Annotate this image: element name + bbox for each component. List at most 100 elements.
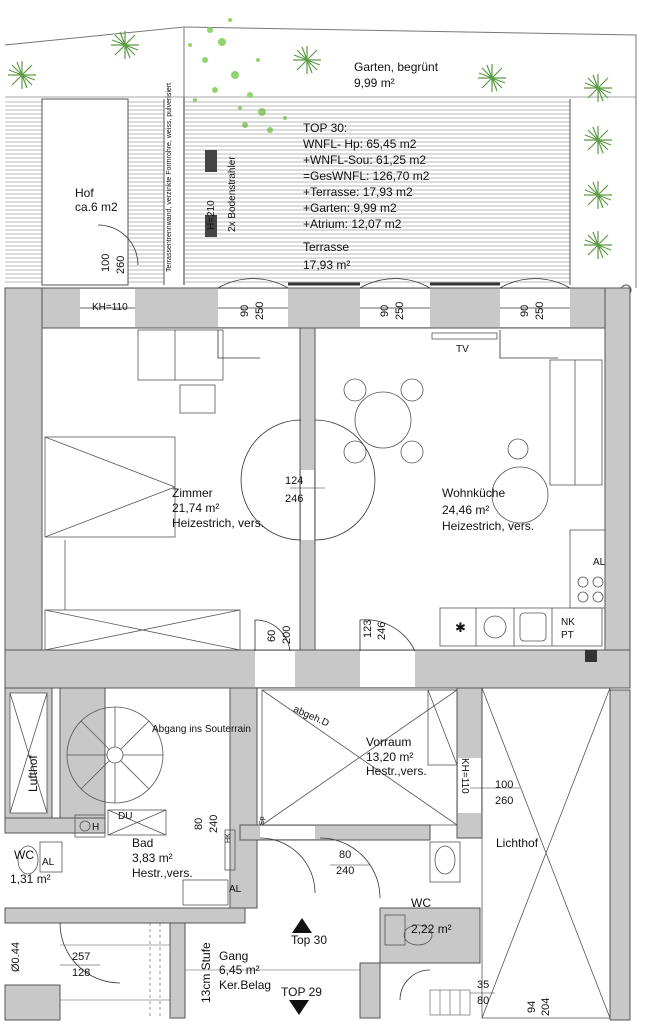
sp-label: Sp: [259, 816, 266, 825]
hof-deck-left: [5, 99, 42, 285]
tv-label: TV: [456, 344, 469, 355]
top30-marker-icon: [292, 918, 312, 933]
diam-label: Ø0.44: [10, 942, 22, 972]
door-gang-width: 257: [72, 951, 91, 963]
wc-left-area: 1,31 m²: [10, 872, 51, 886]
door-hof-width: 100: [100, 253, 112, 272]
plant-icon: [8, 31, 612, 259]
gang-stairs: [60, 923, 471, 1018]
hof-name: Hof: [75, 186, 94, 200]
wohnkueche-area: 24,46 m²: [442, 503, 490, 517]
garden-name: Garten, begrünt: [354, 60, 439, 74]
summary-line: +Garten: 9,99 m2: [303, 201, 397, 215]
du-label: DU: [118, 811, 133, 822]
door-wc-width: 80: [339, 849, 352, 861]
kh-label-vorraum: KH=110: [459, 758, 470, 794]
top30-label: Top 30: [291, 933, 328, 947]
stairs-label: Abgang ins Souterrain: [152, 724, 251, 735]
heater-label: 2x Bodenstrahler: [227, 156, 238, 232]
shaft-icon: [585, 650, 597, 662]
wc-left-name: WC: [14, 848, 34, 862]
bad-floor: Hestr.,vers.: [132, 866, 193, 880]
heater-height: H=210: [206, 200, 217, 230]
al-label-bad: AL: [229, 884, 242, 895]
lichthof-name: Lichthof: [496, 836, 539, 850]
bad-fixtures: [17, 809, 461, 946]
door-wc-height: 240: [336, 865, 355, 877]
vorraum-area: 13,20 m²: [366, 750, 414, 764]
hof-area: ca.6 m2: [75, 200, 118, 214]
door-t2-height: 250: [394, 301, 406, 320]
heater-icon: [205, 150, 217, 172]
bad-area: 3,83 m²: [132, 851, 173, 865]
summary-line: +WNFL-Sou: 61,25 m2: [303, 153, 427, 167]
gang-area: 6,45 m²: [219, 963, 260, 977]
zimmer-name: Zimmer: [172, 486, 213, 500]
terrace-name: Terrasse: [303, 240, 350, 254]
door-hof-height: 260: [115, 255, 127, 274]
summary-line: +Terrasse: 17,93 m2: [303, 185, 413, 199]
wohnkueche-floor: Heizestrich, vers.: [442, 519, 535, 533]
wall-note: Terrassentrennwand, verzinkte Formrohre,…: [166, 82, 173, 272]
lichthof-area: [481, 687, 611, 1019]
gang-name: Gang: [219, 949, 249, 963]
door-zw-width: 124: [285, 475, 304, 487]
top29-label: TOP 29: [281, 985, 322, 999]
door-swings: [59, 224, 571, 1001]
wohnkueche-furniture: [343, 332, 606, 647]
top29-marker-icon: [289, 1000, 309, 1015]
garden-area: [4, 18, 637, 288]
hk-label: HK: [225, 833, 232, 843]
door-t3-width: 90: [519, 304, 531, 317]
hof-deck-right: [128, 99, 164, 285]
door-stair-width: 35: [477, 979, 490, 991]
vorraum-name: Vorraum: [366, 735, 412, 749]
al-label-kitchen: AL: [593, 557, 606, 568]
door-bad-height: 240: [208, 814, 220, 833]
door-stair-height: 80: [477, 995, 490, 1007]
door-lichthof-width: 100: [495, 779, 514, 791]
lufthof-name: Lufthof: [26, 755, 40, 792]
terrace-area: 17,93 m²: [303, 258, 351, 272]
summary-top: TOP 30:: [303, 121, 348, 135]
spiral-stair-icon: [66, 706, 164, 804]
zimmer-floor: Heizestrich, vers.: [172, 516, 265, 530]
door-t1-width: 90: [239, 304, 251, 317]
wc-right-area: 2,22 m²: [411, 922, 452, 936]
gang-floor: Ker.Belag: [219, 978, 272, 992]
freezer-icon: ✱: [455, 621, 466, 636]
hof-area: [41, 98, 129, 286]
zimmer-area: 21,74 m²: [172, 501, 220, 515]
door-t3-height: 250: [534, 301, 546, 320]
bad-name: Bad: [132, 836, 154, 850]
door-zv-width: 60: [266, 629, 278, 642]
door-wv-width: 123: [362, 619, 374, 638]
door-gang-height: 128: [72, 967, 91, 979]
h-label: H: [92, 822, 100, 833]
garden-area: 9,99 m²: [354, 76, 395, 90]
door-t1-height: 250: [254, 301, 266, 320]
stufe-label: 13cm Stufe: [199, 942, 213, 1003]
kh-label: KH=110: [92, 302, 128, 313]
pt-label: PT: [561, 630, 574, 641]
summary-line: WNFL- Hp: 65,45 m2: [303, 137, 417, 151]
heater-icon: [205, 215, 217, 237]
zimmer-furniture: [44, 329, 241, 651]
terrace-deck: [185, 99, 570, 285]
wohnkueche-name: Wohnküche: [442, 486, 506, 500]
wc-right-name: WC: [411, 896, 431, 910]
vorraum-floor: Hestr.,vers.: [366, 764, 427, 778]
door-wv-height: 246: [376, 621, 388, 640]
door-t2-width: 90: [379, 304, 391, 317]
summary-line: =GesWNFL: 126,70 m2: [303, 169, 430, 183]
summary-line: +Atrium: 12,07 m2: [303, 217, 402, 231]
al-label-wc: AL: [42, 857, 55, 868]
door-br-height: 204: [540, 997, 552, 1016]
door-br-width: 94: [526, 1000, 538, 1013]
nk-label: NK: [561, 617, 575, 628]
door-zv-height: 200: [281, 625, 293, 644]
vorraum-fixtures: [261, 689, 458, 826]
door-lichthof-height: 260: [495, 795, 514, 807]
door-zw-height: 246: [285, 493, 304, 505]
